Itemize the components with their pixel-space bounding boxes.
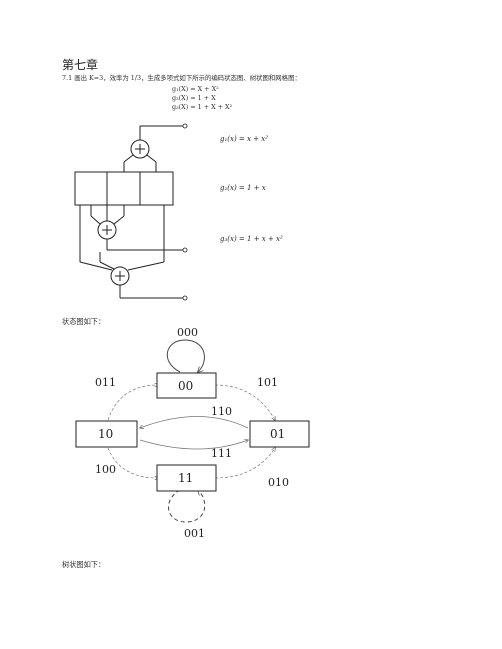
generator-g3-top: g₃(X) = 1 + X + X²	[172, 103, 233, 111]
edge-10-11	[107, 447, 158, 478]
output-terminal-1	[182, 123, 188, 129]
generator-g1-top: g₁(X) = X + X²	[172, 85, 219, 93]
tree-diagram-caption: 树状图如下：	[62, 560, 106, 569]
state-label-10: 10	[98, 427, 113, 441]
state-11	[156, 464, 217, 492]
edge-11-01	[214, 448, 275, 479]
edge-01-10	[140, 416, 249, 429]
self-loop-11	[168, 490, 206, 523]
state-label-11: 11	[178, 471, 193, 485]
chapter-title: 第七章	[62, 58, 99, 72]
label-self-00: 000	[177, 326, 198, 339]
label-10-11: 100	[95, 463, 116, 476]
state-00	[156, 372, 217, 399]
state-label-01: 01	[270, 427, 285, 441]
state-10	[75, 420, 138, 448]
generator-g2-top: g₂(X) = 1 + X	[172, 94, 216, 102]
state-diagram-caption: 状态图如下：	[62, 317, 106, 326]
problem-statement: 7.1 画出 K=3，效率为 1/3，生成多项式如下所示的编码状态图、树状图和网…	[62, 74, 301, 82]
generator-g1-diagram: g₁(x) = x + x²	[220, 135, 268, 143]
label-11-01: 010	[268, 476, 289, 489]
state-01	[249, 420, 310, 448]
label-10-01: 111	[211, 447, 232, 460]
generator-g2-diagram: g₂(x) = 1 + x	[220, 184, 266, 192]
label-01-10: 110	[211, 405, 232, 418]
edge-00-01	[214, 384, 275, 420]
self-loop-00	[166, 339, 205, 372]
edge-10-00	[107, 385, 158, 421]
state-label-00: 00	[178, 379, 193, 393]
label-00-01: 101	[257, 376, 278, 389]
label-self-11: 001	[184, 527, 205, 540]
output-terminal-3	[182, 295, 188, 301]
edge-10-01	[139, 440, 248, 450]
generator-g3-diagram: g₃(x) = 1 + x + x²	[220, 235, 283, 243]
label-10-00: 011	[95, 376, 116, 389]
output-terminal-2	[182, 247, 188, 253]
